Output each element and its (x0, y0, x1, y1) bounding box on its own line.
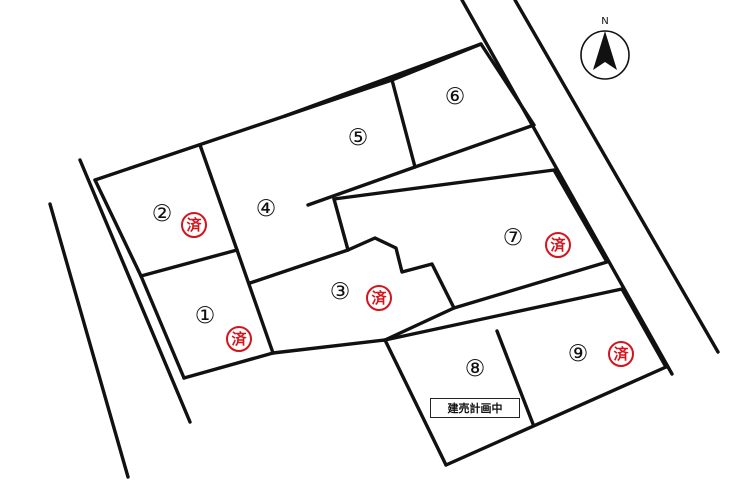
sold-mark-lot-2: 済 (181, 212, 207, 238)
sold-mark-lot-9: 済 (608, 341, 634, 367)
svg-text:済: 済 (371, 289, 387, 307)
svg-text:済: 済 (231, 330, 247, 348)
lot-number-3: ③ (330, 279, 351, 305)
line-lot6-boundary (390, 42, 536, 169)
line-lot1-east (235, 248, 275, 355)
boundary-top-west (93, 114, 287, 182)
lot-number-2: ② (152, 201, 173, 227)
line-lot8-boundary (383, 338, 448, 467)
line-lot4-east (332, 197, 350, 252)
lot-number-7: ⑦ (503, 225, 524, 251)
road-edge-right-inner (460, 0, 674, 376)
boundary-bottom-west (182, 351, 275, 380)
line-lot2-east (198, 143, 239, 252)
lot-number-4: ④ (256, 196, 277, 222)
line-lot9-west (495, 329, 535, 426)
north-arrow-icon: N (580, 16, 630, 80)
road-edge-left-inner (78, 158, 192, 424)
line-lot1-lot2 (139, 248, 239, 278)
line-lot3-notch (346, 236, 456, 342)
lot-number-8: ⑧ (465, 356, 486, 382)
line-lot7-boundary (332, 168, 609, 310)
line-lot5-boundary (283, 78, 417, 207)
road-edge-right-outer (513, 0, 720, 354)
lot-number-9: ⑨ (568, 341, 589, 367)
svg-text:済: 済 (550, 236, 566, 254)
line-lot1-west (139, 274, 186, 380)
sold-mark-lot-3: 済 (366, 285, 392, 311)
sold-mark-lot-7: 済 (545, 232, 571, 258)
lot-number-1: ① (195, 303, 216, 329)
svg-text:済: 済 (186, 216, 202, 234)
lot-number-5: ⑤ (348, 125, 369, 151)
compass-north-label: N (601, 16, 608, 27)
line-lot2-west (93, 178, 143, 278)
boundary-bottom-center (271, 338, 387, 355)
lot-8-status-label: 建売計画中 (430, 398, 520, 418)
line-lot4-south (248, 248, 350, 285)
line-lot8-north (383, 287, 668, 369)
road-edge-left-outer (48, 202, 130, 479)
boundary-bottom-east (444, 365, 668, 467)
svg-text:済: 済 (613, 345, 629, 363)
lot-number-6: ⑥ (445, 84, 466, 110)
sold-mark-lot-1: 済 (226, 326, 252, 352)
